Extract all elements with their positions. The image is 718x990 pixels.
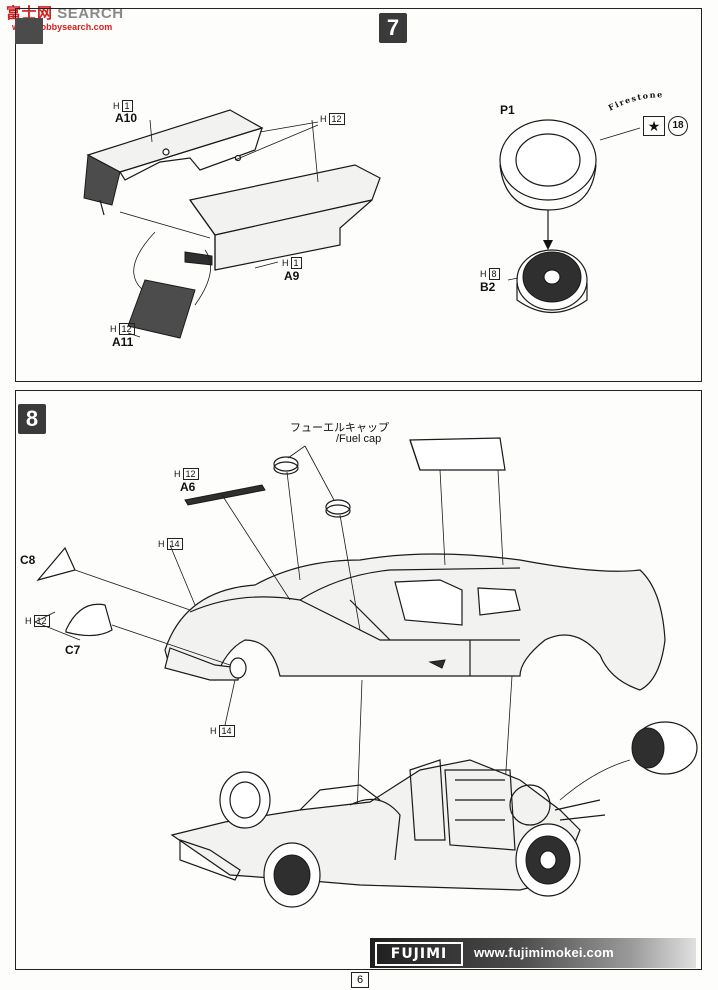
- rear-wing: [409, 437, 506, 471]
- fuel-cap-right: [325, 499, 351, 518]
- label-a9: A9: [284, 269, 300, 283]
- fujimi-logo: FUJIMI: [375, 942, 463, 966]
- wheel-b2: [516, 249, 588, 313]
- svg-text:Firestone: Firestone: [608, 89, 664, 112]
- arrow-head: [543, 240, 553, 250]
- step-7-number: 7: [379, 13, 407, 43]
- watermark-url: www.hobbysearch.com: [12, 22, 113, 32]
- label-fuel-cap-jp: フューエルキャップ: [290, 422, 389, 434]
- step-7-panel: [15, 8, 702, 382]
- chassis: [170, 759, 606, 908]
- brand-url: www.fujimimokei.com: [474, 945, 614, 960]
- engine-cover-a9: [184, 154, 381, 271]
- tire-brand-text: Firestone: [608, 89, 664, 112]
- spare-wheel: [631, 721, 698, 775]
- step-6-tab: [15, 18, 43, 44]
- part-c7: [65, 603, 113, 637]
- page-number: 6: [351, 972, 369, 988]
- decal-star-icon: ★: [643, 116, 665, 136]
- decal-number: 18: [668, 116, 688, 136]
- label-c8: C8: [20, 553, 36, 567]
- label-a10: A10: [115, 111, 138, 125]
- tire-p1: [499, 119, 597, 211]
- fuel-cap-left: [273, 456, 299, 475]
- label-a11: A11: [112, 335, 134, 349]
- label-a6: A6: [180, 480, 196, 494]
- tire-brand-label: Firestone: [608, 89, 662, 112]
- step-8-number: 8: [18, 404, 46, 434]
- label-c7: C7: [65, 643, 81, 657]
- step-8-panel: [15, 390, 702, 970]
- label-b2: B2: [480, 280, 496, 294]
- label-fuel-cap-en: /Fuel cap: [336, 433, 382, 445]
- engine-cover-a10: [83, 109, 264, 216]
- panel-a11: [127, 279, 196, 339]
- watermark-en: SEARCH: [57, 5, 124, 22]
- part-c8: [36, 546, 76, 582]
- wiper-a6: [184, 484, 266, 506]
- label-p1: P1: [500, 103, 515, 117]
- body-shell: [164, 553, 666, 691]
